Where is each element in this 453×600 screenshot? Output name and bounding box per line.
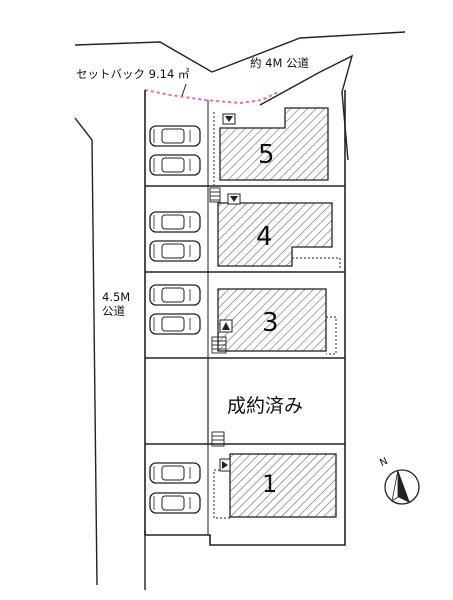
setback-label: セットバック 9.14 ㎡ (76, 67, 190, 81)
car-icon (149, 492, 201, 514)
road-outline-north (74, 31, 406, 161)
lot-boundaries (144, 90, 346, 546)
entrance-arrow-icon (219, 113, 241, 472)
building-lot-5 (213, 107, 329, 185)
car-icon (149, 211, 201, 233)
car-icon (149, 462, 201, 484)
car-icon (149, 154, 201, 176)
lot-number-5: 5 (258, 140, 275, 170)
north-compass-icon (384, 469, 420, 505)
car-icon (149, 240, 201, 262)
lot-number-3: 3 (262, 308, 279, 338)
car-icon (149, 284, 201, 306)
north-road-label: 約 4M 公道 (250, 56, 310, 70)
setback-leader (181, 83, 187, 97)
car-icon (149, 313, 201, 335)
stairs-icon (209, 187, 227, 447)
building-lot-3 (217, 288, 337, 355)
road-outline-west (74, 117, 146, 590)
building-lot-1 (213, 453, 337, 519)
sold-label: 成約済み (227, 395, 303, 417)
car-icon (149, 125, 201, 147)
building-lot-4 (217, 202, 341, 268)
west-road-label-type: 公道 (102, 304, 125, 318)
parking-cars (149, 125, 201, 514)
lot-number-1: 1 (262, 470, 277, 498)
west-road-label-width: 4.5M (102, 290, 130, 304)
setback-line (144, 89, 279, 105)
lot-number-4: 4 (256, 222, 273, 252)
compass-north-label: N (378, 456, 389, 469)
